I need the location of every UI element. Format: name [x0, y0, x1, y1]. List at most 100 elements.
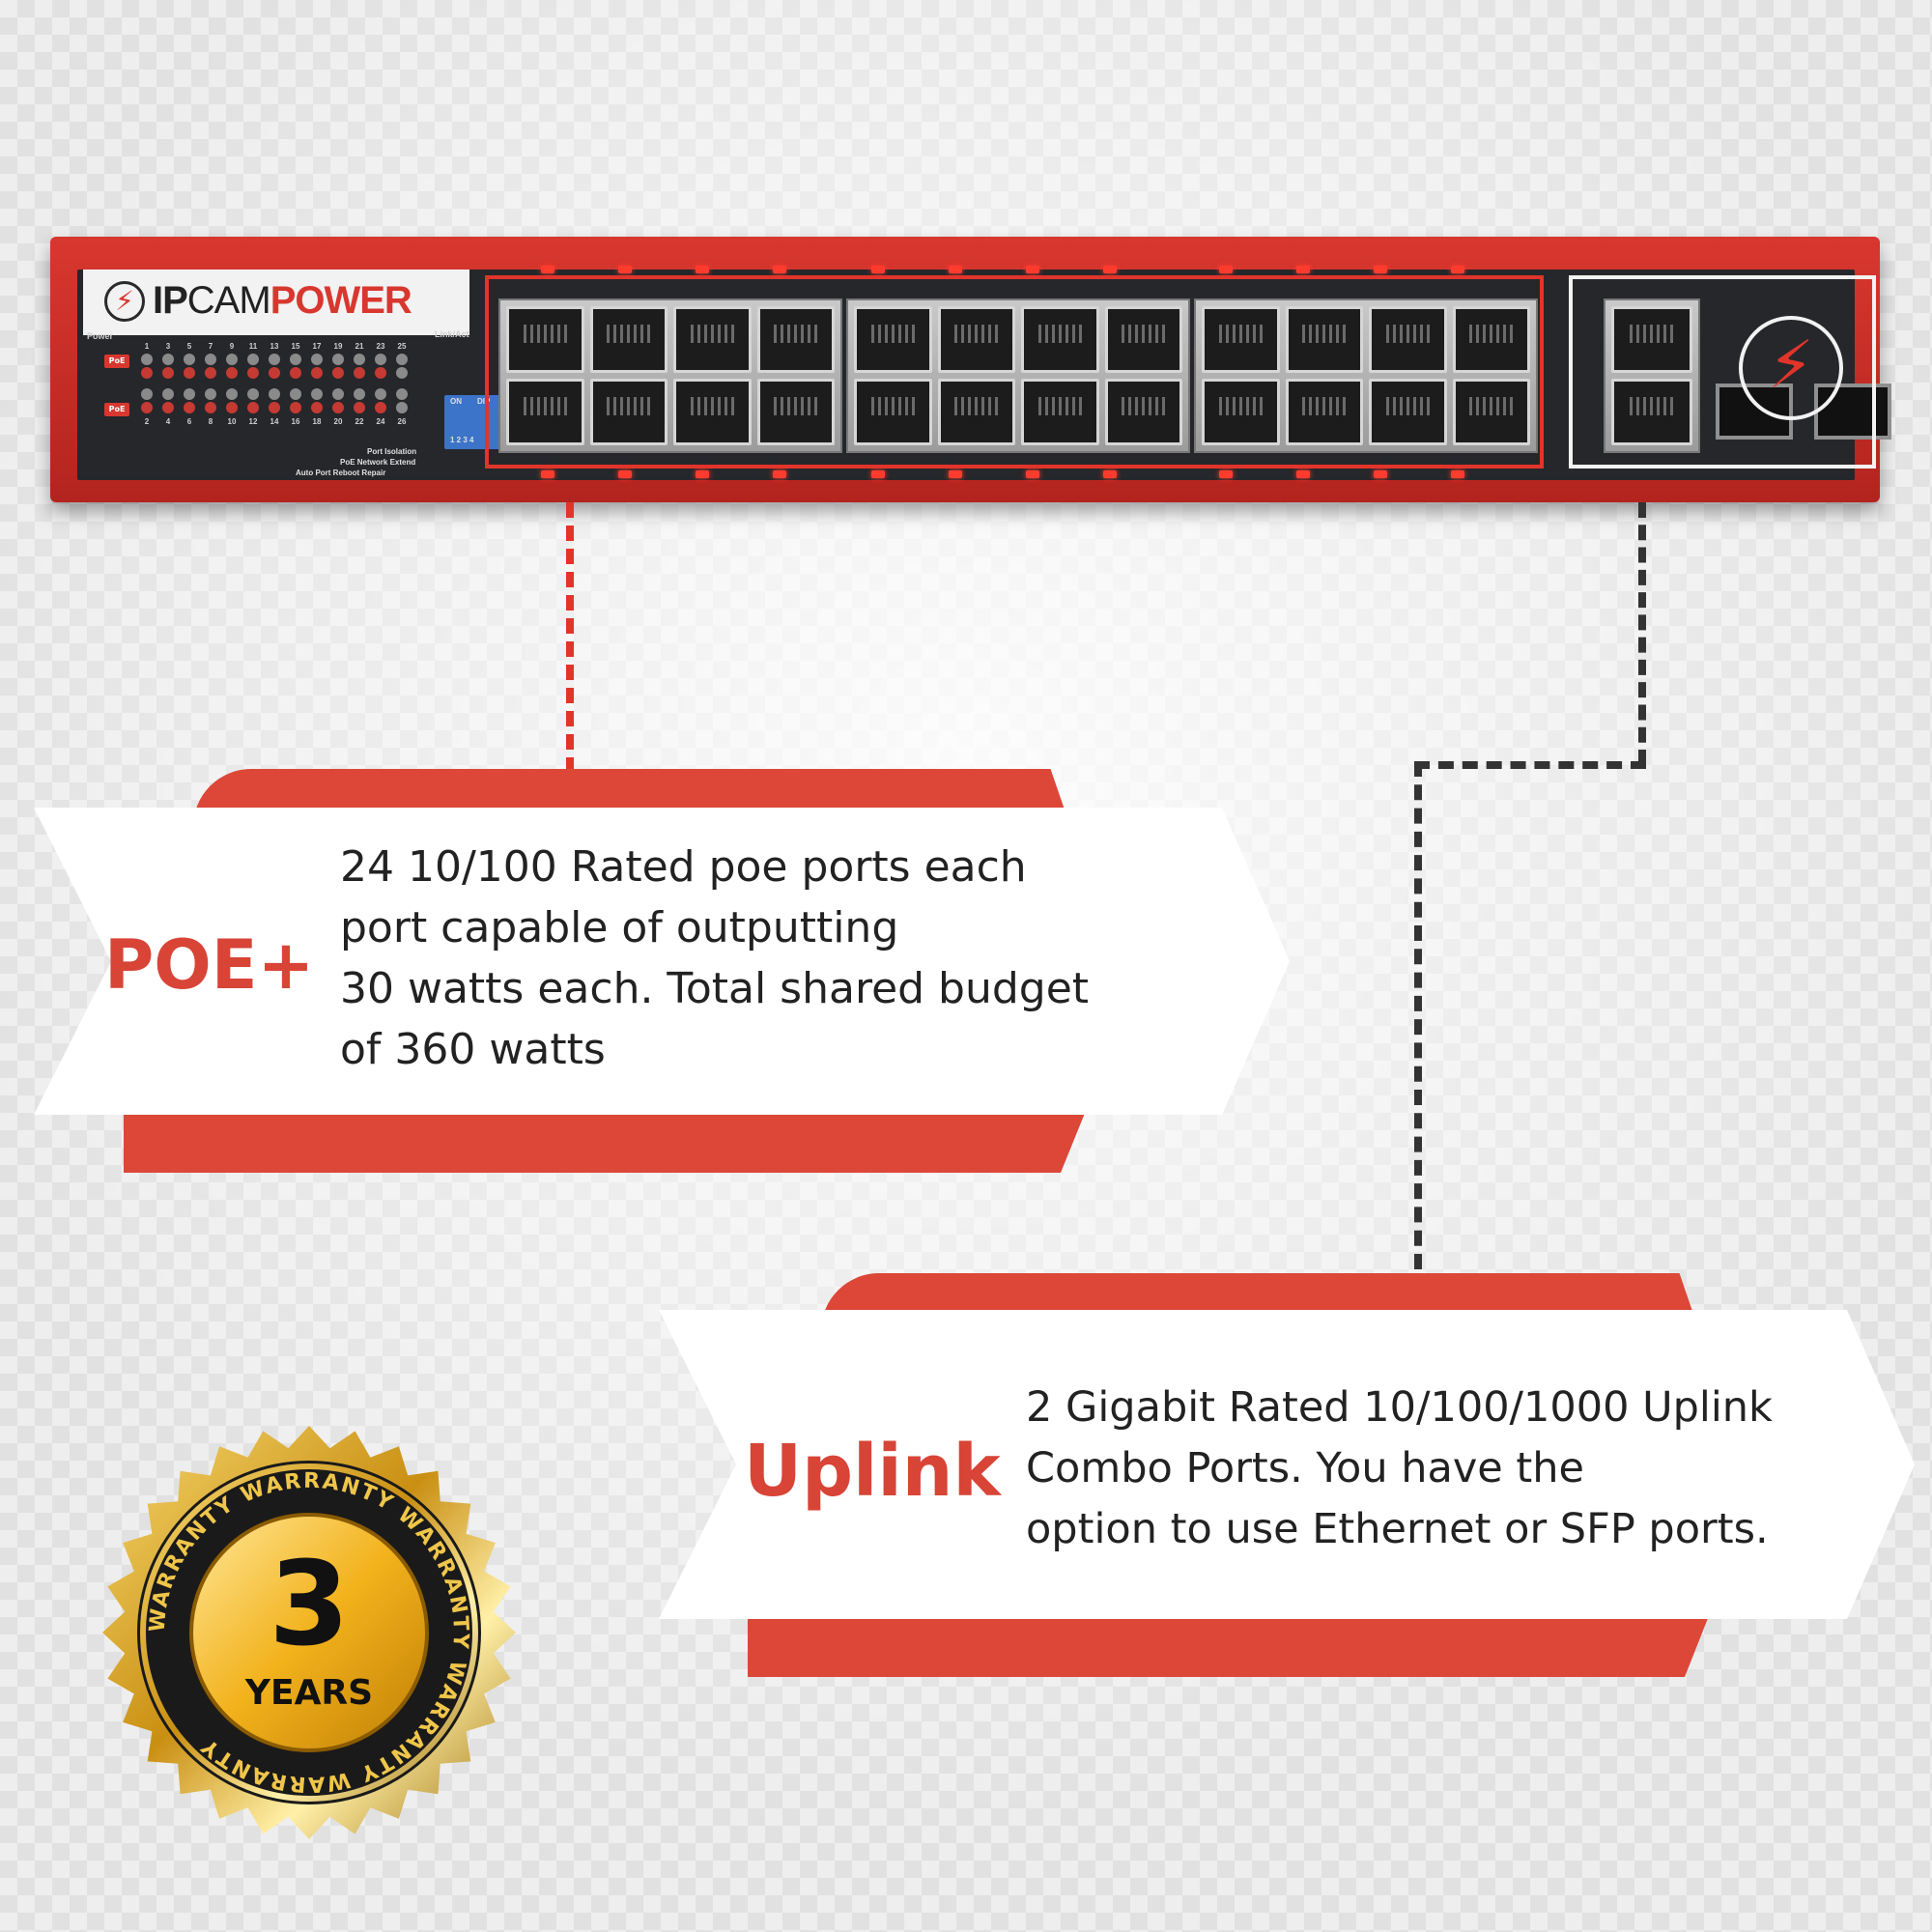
dip-dip-label: DIP: [477, 397, 491, 406]
port-activity-led: [949, 266, 962, 273]
seal-badge: [102, 1426, 516, 1839]
rj45-poe-port[interactable]: [1369, 379, 1447, 445]
dip-on-label: ON: [450, 397, 462, 406]
rj45-poe-port[interactable]: [756, 306, 835, 373]
status-led: [141, 367, 153, 379]
led-number: 14: [270, 416, 279, 426]
led-number: 6: [186, 416, 192, 426]
rj45-poe-port[interactable]: [1202, 379, 1280, 445]
port-activity-led: [618, 470, 632, 478]
port-activity-led: [1374, 266, 1387, 273]
led-row: [141, 366, 431, 380]
rj45-poe-port[interactable]: [937, 306, 1015, 373]
led-number: 20: [333, 416, 343, 426]
status-led: [290, 354, 301, 365]
led-number: 18: [312, 416, 322, 426]
status-led: [375, 367, 386, 379]
port-activity-led: [1374, 470, 1387, 478]
dip-number-labels: 1 2 3 4: [450, 436, 474, 444]
led-number: 16: [291, 416, 300, 426]
rj45-poe-port[interactable]: [589, 306, 668, 373]
rj45-poe-port[interactable]: [854, 306, 932, 373]
uplink-rj45-port-26[interactable]: [1611, 379, 1692, 445]
status-led: [354, 354, 365, 365]
rj45-port-block-1: [498, 298, 842, 453]
port-activity-led: [1103, 470, 1117, 478]
rj45-poe-port[interactable]: [506, 306, 584, 373]
status-led: [290, 367, 301, 379]
led-number: 1: [144, 341, 150, 351]
led-number: 13: [270, 341, 279, 351]
sfp-port-2[interactable]: [1814, 384, 1891, 440]
poe-tag-top: PoE: [104, 355, 129, 368]
uplink-banner: [659, 1310, 1915, 1619]
led-number: 7: [208, 341, 213, 351]
status-led: [311, 402, 323, 413]
port-activity-led: [1296, 470, 1310, 478]
status-led: [311, 354, 323, 365]
status-led: [162, 388, 174, 400]
uplink-rj45-port-25[interactable]: [1611, 306, 1692, 373]
port-activity-led: [1026, 266, 1039, 273]
status-led: [205, 402, 216, 413]
status-led: [226, 402, 238, 413]
poe-network-extend-label: PoE Network Extend: [340, 458, 416, 467]
uplink-description: 2 Gigabit Rated 10/100/1000 Uplink Combo…: [1026, 1378, 1773, 1560]
uplink-connector-line: [1638, 502, 1646, 765]
brand-power: POWER: [270, 279, 412, 322]
rj45-poe-port[interactable]: [506, 379, 584, 445]
rj45-poe-port[interactable]: [1285, 379, 1363, 445]
led-number: 19: [333, 341, 343, 351]
led-number: 17: [312, 341, 322, 351]
led-number: 23: [376, 341, 385, 351]
power-label: Power: [87, 331, 114, 341]
status-led: [290, 402, 301, 413]
dip-switch[interactable]: ON DIP 1 2 3 4: [444, 395, 502, 449]
rj45-poe-port[interactable]: [1104, 306, 1182, 373]
rj45-poe-port[interactable]: [673, 379, 752, 445]
led-number: 25: [397, 341, 407, 351]
led-number: 10: [227, 416, 237, 426]
rj45-poe-port[interactable]: [1202, 306, 1280, 373]
status-led: [226, 388, 238, 400]
rj45-poe-port[interactable]: [1452, 306, 1530, 373]
warranty-years: YEARS: [244, 1673, 373, 1713]
uplink-rj45-block: [1604, 298, 1700, 453]
rj45-poe-port[interactable]: [1452, 379, 1530, 445]
poe-line-3: 30 watts each. Total shared budget: [340, 964, 1090, 1013]
led-number: 21: [355, 341, 364, 351]
status-led: [332, 367, 344, 379]
status-led: [205, 354, 216, 365]
poe-tag-bottom: PoE: [104, 403, 129, 416]
status-led: [332, 402, 344, 413]
poe-line-2: port capable of outputting: [340, 903, 899, 952]
rj45-poe-port[interactable]: [1285, 306, 1363, 373]
lightning-bolt-icon: ⚡: [104, 281, 145, 322]
status-led: [311, 388, 323, 400]
rj45-poe-port[interactable]: [1104, 379, 1182, 445]
rj45-poe-port[interactable]: [1021, 306, 1099, 373]
status-led: [396, 367, 408, 379]
port-activity-led: [541, 266, 554, 273]
uplink-line-2: Combo Ports. You have the: [1026, 1444, 1585, 1492]
status-led: [396, 388, 408, 400]
rj45-poe-port[interactable]: [673, 306, 752, 373]
status-led: [162, 367, 174, 379]
port-activity-led: [1451, 470, 1464, 478]
rj45-poe-port[interactable]: [589, 379, 668, 445]
status-led: [290, 388, 301, 400]
rj45-poe-port[interactable]: [937, 379, 1015, 445]
poe-title: POE+: [104, 925, 315, 1005]
status-led: [184, 388, 195, 400]
rj45-poe-port[interactable]: [1021, 379, 1099, 445]
rj45-poe-port[interactable]: [1369, 306, 1447, 373]
rj45-poe-port[interactable]: [756, 379, 835, 445]
rj45-poe-port[interactable]: [854, 379, 932, 445]
warranty-seal: WARRANTY WARRANTY WARRANTY WARRANTY WARR…: [102, 1426, 516, 1839]
led-number: 4: [165, 416, 171, 426]
status-led: [311, 367, 323, 379]
port-activity-led: [871, 266, 885, 273]
